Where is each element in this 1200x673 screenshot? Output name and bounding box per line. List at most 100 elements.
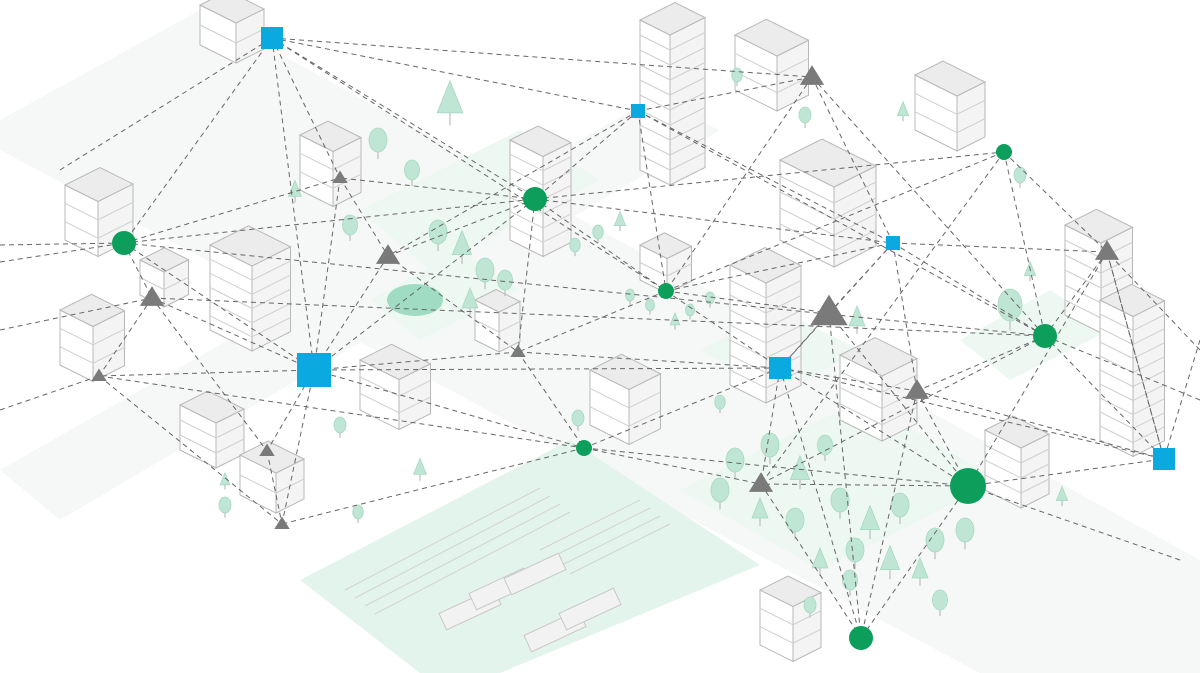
tree-38 xyxy=(785,507,805,540)
tree-16 xyxy=(613,210,627,232)
tree-27 xyxy=(571,409,585,431)
edge-n12-n16 xyxy=(313,351,519,371)
edge-n15-n24 xyxy=(1044,335,1165,460)
tree-34 xyxy=(789,454,811,490)
farm-field xyxy=(300,440,760,673)
edge-n7-n18 xyxy=(665,290,781,369)
building-12 xyxy=(58,293,126,383)
edge-offscreen-1 xyxy=(0,242,125,263)
edge-n25-n26 xyxy=(760,483,862,639)
edge-n7-n10 xyxy=(665,242,894,292)
node-square-n16 xyxy=(297,353,331,387)
network-edges xyxy=(0,37,1200,639)
building-13 xyxy=(138,247,190,308)
building-18 xyxy=(638,232,693,295)
edge-n18-n26 xyxy=(779,367,862,639)
node-triangle-n3 xyxy=(799,65,825,85)
node-triangle-n12 xyxy=(510,344,526,358)
building-6 xyxy=(298,120,363,208)
edge-n22-n26 xyxy=(860,390,918,639)
tree-47 xyxy=(842,569,858,596)
tree-15 xyxy=(592,224,604,244)
building-20 xyxy=(838,336,919,442)
tree-22 xyxy=(848,304,866,334)
building-2 xyxy=(638,1,707,186)
tree-25 xyxy=(1023,260,1037,282)
node-triangle-n21 xyxy=(274,516,290,530)
edge-n5-n12 xyxy=(517,198,536,353)
edge-n12-n19 xyxy=(517,351,585,449)
tree-40 xyxy=(859,504,881,540)
node-square-n10 xyxy=(886,236,900,250)
edge-offscreen-7 xyxy=(1106,251,1200,351)
node-square-n18 xyxy=(769,357,791,379)
building-21 xyxy=(473,288,522,353)
building-11 xyxy=(1098,283,1166,458)
node-triangle-n17 xyxy=(91,368,107,382)
node-circle-n19 xyxy=(576,440,592,456)
tree-45 xyxy=(955,517,975,550)
edge-offscreen-4 xyxy=(0,297,153,331)
edge-n9-n17 xyxy=(98,297,153,377)
tree-51 xyxy=(218,496,232,518)
building-14 xyxy=(358,343,432,431)
ground-layer xyxy=(0,10,1200,673)
edge-n23-n25 xyxy=(760,483,969,487)
edge-n19-n23 xyxy=(583,447,969,487)
edge-n4-n16 xyxy=(123,242,315,371)
edge-n8-n16 xyxy=(313,255,389,371)
tree-31 xyxy=(1055,485,1069,507)
building-16 xyxy=(178,390,246,469)
node-circle-n23 xyxy=(950,468,986,504)
edge-n9-n16 xyxy=(151,297,315,371)
tree-44 xyxy=(925,527,945,560)
edge-offscreen-6 xyxy=(1044,335,1200,401)
edge-n13-n26 xyxy=(828,312,862,639)
node-triangle-n25 xyxy=(748,472,774,492)
building-17 xyxy=(238,440,306,514)
edge-n2-n10 xyxy=(637,110,894,244)
edge-offscreen-3 xyxy=(0,375,100,411)
tree-18 xyxy=(685,303,695,320)
edge-n19-n21 xyxy=(281,447,585,525)
edge-n9-n20 xyxy=(151,297,268,452)
edge-n20-n21 xyxy=(266,450,283,525)
tree-9 xyxy=(497,269,513,296)
tree-46 xyxy=(811,546,829,576)
node-circle-n15 xyxy=(1033,324,1057,348)
building-1 xyxy=(198,0,266,64)
edge-offscreen-2 xyxy=(0,242,125,246)
edge-n13-n23 xyxy=(828,312,969,487)
tree-3 xyxy=(404,159,420,186)
node-circle-n26 xyxy=(849,626,873,650)
node-circle-n4 xyxy=(112,231,136,255)
building-8 xyxy=(208,225,292,352)
tree-7 xyxy=(451,229,473,265)
edge-n4-n6 xyxy=(123,177,341,244)
edge-offscreen-5 xyxy=(1163,339,1200,460)
edge-n1-n7 xyxy=(271,37,667,292)
tree-42 xyxy=(845,537,865,570)
network-nodes xyxy=(91,27,1175,650)
node-triangle-n22 xyxy=(904,379,930,399)
edge-n1-n6 xyxy=(271,37,341,179)
edge-n2-n7 xyxy=(637,110,667,292)
edge-n16-n19 xyxy=(313,369,585,449)
building-22 xyxy=(983,415,1051,509)
node-triangle-n13 xyxy=(810,294,848,326)
edge-n4-n15 xyxy=(123,242,1046,337)
building-4 xyxy=(913,60,987,152)
tree-29 xyxy=(333,416,347,438)
edge-n2-n8 xyxy=(387,110,639,257)
edge-n18-n25 xyxy=(760,367,781,485)
edge-n9-n15 xyxy=(151,297,1046,337)
edge-n2-n15 xyxy=(637,110,1046,337)
edge-n10-n18 xyxy=(779,242,894,369)
node-triangle-n9 xyxy=(139,286,165,306)
node-circle-n7 xyxy=(658,283,674,299)
tree-10 xyxy=(461,286,479,316)
node-triangle-n20 xyxy=(259,443,275,457)
edge-n3-n10 xyxy=(811,76,894,244)
tree-20 xyxy=(645,298,655,315)
